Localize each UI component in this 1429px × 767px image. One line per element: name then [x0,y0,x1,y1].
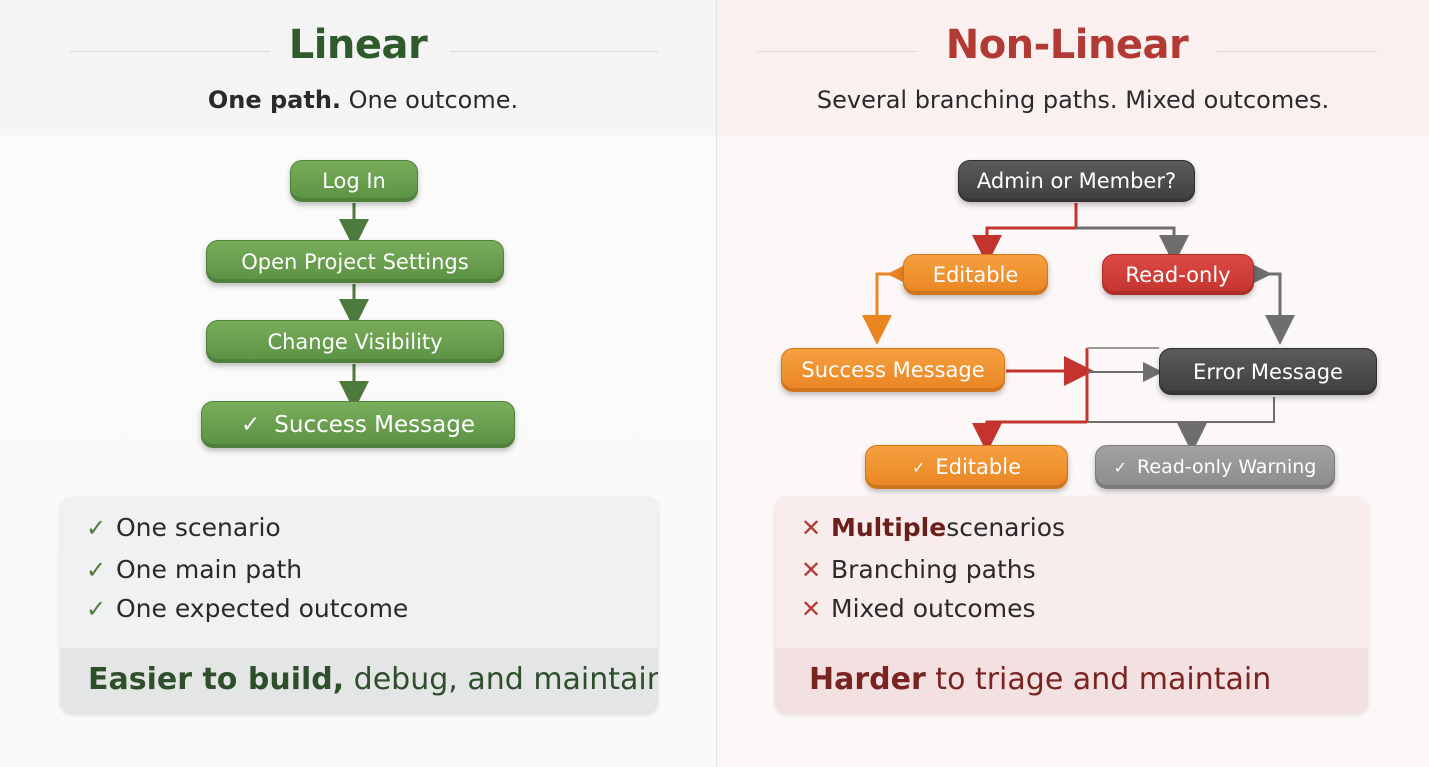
node-admin-or-member: Admin or Member? [958,160,1195,202]
x-icon: ✕ [801,594,822,623]
nonlinear-footer: Harder to triage and maintain [775,648,1368,714]
node-editable: Editable [903,254,1048,295]
linear-arrows [339,203,369,411]
linear-title: Linear [288,22,428,68]
nonlinear-bullet-1: ✕ Multiple scenarios [801,513,1065,542]
nonlinear-footer-rest: to triage and maintain [925,662,1272,697]
linear-footer-text: Easier to build, debug, and maintain [88,662,658,697]
linear-subtitle-rest: One outcome. [341,86,519,114]
title-rule-right [1217,51,1377,52]
node-editable-result-label: Editable [935,455,1022,479]
step-success-message: ✓ Success Message [201,401,515,448]
linear-footer-bold: Easier to build, [88,662,345,697]
arrow-readonly-error [1242,259,1295,345]
linear-bullet-3: ✓ One expected outcome [86,594,408,623]
linear-panel: Linear One path. One outcome. Log In Ope… [0,0,717,767]
nonlinear-bullet-1-text: scenarios [946,513,1066,542]
nonlinear-bullet-2: ✕ Branching paths [801,555,1036,584]
linear-bullet-2-text: One main path [116,555,303,584]
arrow-decision-to-editable [972,203,1078,265]
node-editable-result: ✓ Editable [865,445,1068,489]
node-success-message: Success Message [781,348,1005,392]
nonlinear-subtitle: Several branching paths. Mixed outcomes. [816,86,1330,114]
node-warning-label: Read-only Warning [1137,456,1317,478]
linear-footer: Easier to build, debug, and maintain [60,648,658,714]
linear-subtitle: One path. One outcome. [0,86,726,114]
nonlinear-footer-text: Harder to triage and maintain [809,662,1271,697]
linear-bullet-1: ✓ One scenario [86,513,281,542]
x-icon: ✕ [801,513,822,542]
nonlinear-bullet-3: ✕ Mixed outcomes [801,594,1035,623]
arrow-editable-success [862,259,917,345]
step-open-project-settings: Open Project Settings [206,240,504,283]
step-change-visibility: Change Visibility [206,320,504,363]
linear-bullet-1-text: One scenario [116,513,281,542]
check-icon: ✓ [1113,457,1128,477]
step-log-in: Log In [290,160,418,202]
node-read-only-warning: ✓ Read-only Warning [1095,445,1335,489]
node-read-only: Read-only [1102,254,1254,295]
nonlinear-footer-bold: Harder [809,662,926,697]
check-icon: ✓ [911,457,926,477]
check-icon: ✓ [86,594,107,623]
title-rule-left [70,51,270,52]
node-error-message: Error Message [1159,348,1377,395]
nonlinear-panel: Non-Linear Several branching paths. Mixe… [717,0,1429,767]
check-icon: ✓ [241,411,261,438]
linear-bullet-2: ✓ One main path [86,555,302,584]
linear-bullet-3-text: One expected outcome [116,594,409,623]
nonlinear-bullet-1-bold: Multiple [831,513,947,542]
linear-summary-box: ✓ One scenario ✓ One main path ✓ One expect… [60,497,658,714]
linear-subtitle-bold: One path. [207,86,342,114]
nonlinear-title: Non-Linear [945,22,1189,68]
check-icon: ✓ [86,555,107,584]
nonlinear-summary-box: ✕ Multiple scenarios ✕ Branching paths ✕ Mi… [775,497,1368,714]
linear-footer-rest: debug, and maintain [344,662,658,697]
title-rule-right [450,51,658,52]
nonlinear-bullet-2-text: Branching paths [831,555,1036,584]
branch-line-gray-bottom [1087,397,1275,423]
title-rule-left [757,51,917,52]
x-icon: ✕ [801,555,822,584]
nonlinear-arrows [862,203,1295,453]
nonlinear-bullet-3-text: Mixed outcomes [831,594,1036,623]
arrow-decision-to-readonly [1076,226,1189,265]
step-success-label: Success Message [274,411,475,438]
arrow-to-editable-result [972,420,1087,453]
check-icon: ✓ [86,513,107,542]
